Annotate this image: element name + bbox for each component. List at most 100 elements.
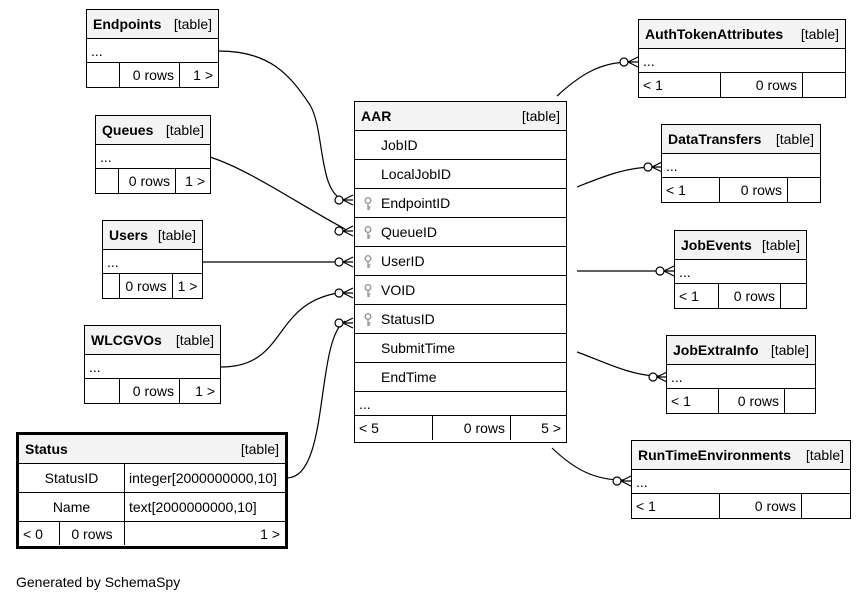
table-jobevents[interactable]: JobEvents [table] ... < 1 0 rows xyxy=(674,230,807,309)
columns-ellipsis: ... xyxy=(355,392,566,416)
table-footer: < 1 0 rows xyxy=(662,178,820,202)
parents-count xyxy=(85,379,120,403)
key-icon xyxy=(364,313,372,326)
columns-ellipsis: ... xyxy=(662,154,820,178)
column-name: VOID xyxy=(381,282,416,298)
parents-count: < 1 xyxy=(675,284,719,308)
column-statusid: StatusID xyxy=(355,305,566,334)
row-count: 0 rows xyxy=(119,169,176,193)
parents-count: < 1 xyxy=(662,178,720,202)
children-count: 1 > xyxy=(260,525,280,542)
children-count: 5 > xyxy=(541,420,561,436)
column-queueid: QueueID xyxy=(355,218,566,247)
table-header: JobEvents [table] xyxy=(675,231,806,260)
table-name: JobEvents xyxy=(681,237,752,253)
table-header: Queues [table] xyxy=(96,116,210,145)
columns-ellipsis: ... xyxy=(96,145,210,169)
table-footer: 0 rows 1 > xyxy=(96,169,210,193)
table-queues[interactable]: Queues [table] ... 0 rows 1 > xyxy=(95,115,211,194)
table-header: JobExtraInfo [table] xyxy=(667,336,815,365)
columns-ellipsis: ... xyxy=(87,39,218,63)
table-header: RunTimeEnvironments [table] xyxy=(632,441,850,470)
row-count: 0 rows xyxy=(120,63,180,87)
column-type: text[2000000000,10] xyxy=(129,499,257,515)
table-datatransfers[interactable]: DataTransfers [table] ... < 1 0 rows xyxy=(661,124,821,203)
parents-count: < 0 xyxy=(19,522,60,545)
parents-count: < 1 xyxy=(632,494,720,518)
children-count: 1 > xyxy=(195,383,215,399)
edge-wlcgvos-aar xyxy=(220,291,346,368)
parents-count: < 1 xyxy=(667,389,719,413)
edge-aar-datatransfers xyxy=(576,166,655,188)
columns-ellipsis: ... xyxy=(103,250,202,274)
table-wlcgvos[interactable]: WLCGVOs [table] ... 0 rows 1 > xyxy=(84,325,221,404)
children-count: 1 > xyxy=(193,67,213,83)
table-footer: < 5 0 rows 5 > xyxy=(355,416,566,440)
column-submittime: SubmitTime xyxy=(355,334,566,363)
table-kind: [table] xyxy=(165,122,204,138)
column-name: StatusID xyxy=(381,311,435,327)
edge-aar-jobextrainfo xyxy=(576,351,660,377)
column-localjobid: LocalJobID xyxy=(355,160,566,189)
table-header: AuthTokenAttributes [table] xyxy=(639,20,845,49)
column-type: integer[2000000000,10] xyxy=(129,470,277,486)
column-name: Name xyxy=(19,493,125,521)
table-footer: < 1 0 rows xyxy=(639,73,845,97)
children-count: 1 > xyxy=(185,173,205,189)
column-name: EndTime xyxy=(381,369,437,385)
children-count xyxy=(788,178,820,202)
table-footer: 0 rows 1 > xyxy=(103,274,202,298)
edge-status-aar xyxy=(286,320,346,479)
column-row-statusid: StatusID integer[2000000000,10] xyxy=(19,464,285,493)
table-footer: < 1 0 rows xyxy=(632,494,850,518)
table-endpoints[interactable]: Endpoints [table] ... 0 rows 1 > xyxy=(86,9,219,88)
table-users[interactable]: Users [table] ... 0 rows 1 > xyxy=(102,220,203,299)
column-void: VOID xyxy=(355,276,566,305)
row-count: 0 rows xyxy=(120,274,173,298)
table-name: Endpoints xyxy=(93,16,162,32)
table-kind: [table] xyxy=(770,342,809,358)
column-name: StatusID xyxy=(19,464,125,492)
table-name: WLCGVOs xyxy=(91,332,162,348)
row-count: 0 rows xyxy=(719,284,781,308)
edge-endpoints-aar xyxy=(218,50,346,201)
row-count: 0 rows xyxy=(60,522,125,545)
parents-count xyxy=(103,274,120,298)
children-count xyxy=(785,389,815,413)
column-endpointid: EndpointID xyxy=(355,189,566,218)
children-count xyxy=(803,73,845,97)
column-row-name: Name text[2000000000,10] xyxy=(19,493,285,522)
row-count: 0 rows xyxy=(120,379,180,403)
table-name: AAR xyxy=(361,108,392,124)
table-header: Status [table] xyxy=(19,435,285,464)
table-kind: [table] xyxy=(521,108,560,124)
table-kind: [table] xyxy=(173,16,212,32)
column-name: JobID xyxy=(381,137,418,153)
row-count: 0 rows xyxy=(720,494,802,518)
columns-ellipsis: ... xyxy=(667,365,815,389)
table-runtimeenvironments[interactable]: RunTimeEnvironments [table] ... < 1 0 ro… xyxy=(631,440,851,519)
table-kind: [table] xyxy=(240,441,279,457)
table-name: JobExtraInfo xyxy=(673,342,759,358)
table-header: Users [table] xyxy=(103,221,202,250)
column-userid: UserID xyxy=(355,247,566,276)
column-name: UserID xyxy=(381,253,425,269)
column-name: QueueID xyxy=(381,224,438,240)
children-count xyxy=(781,284,806,308)
columns-ellipsis: ... xyxy=(85,355,220,379)
row-count: 0 rows xyxy=(720,178,788,202)
table-footer: 0 rows 1 > xyxy=(87,63,218,87)
edge-aar-authtoken xyxy=(556,61,631,97)
column-name: LocalJobID xyxy=(381,166,452,182)
parents-count xyxy=(96,169,119,193)
table-kind: [table] xyxy=(175,332,214,348)
table-status[interactable]: Status [table] StatusID integer[20000000… xyxy=(16,432,288,549)
table-aar[interactable]: AAR [table] JobID LocalJobID EndpointID … xyxy=(354,101,567,443)
row-count: 0 rows xyxy=(721,73,803,97)
table-authtokenattributes[interactable]: AuthTokenAttributes [table] ... < 1 0 ro… xyxy=(638,19,846,98)
table-footer: < 0 0 rows 1 > xyxy=(19,522,285,545)
row-count: 0 rows xyxy=(433,416,511,440)
table-jobextrainfo[interactable]: JobExtraInfo [table] ... < 1 0 rows xyxy=(666,335,816,414)
key-icon xyxy=(364,284,372,297)
columns-ellipsis: ... xyxy=(639,49,845,73)
